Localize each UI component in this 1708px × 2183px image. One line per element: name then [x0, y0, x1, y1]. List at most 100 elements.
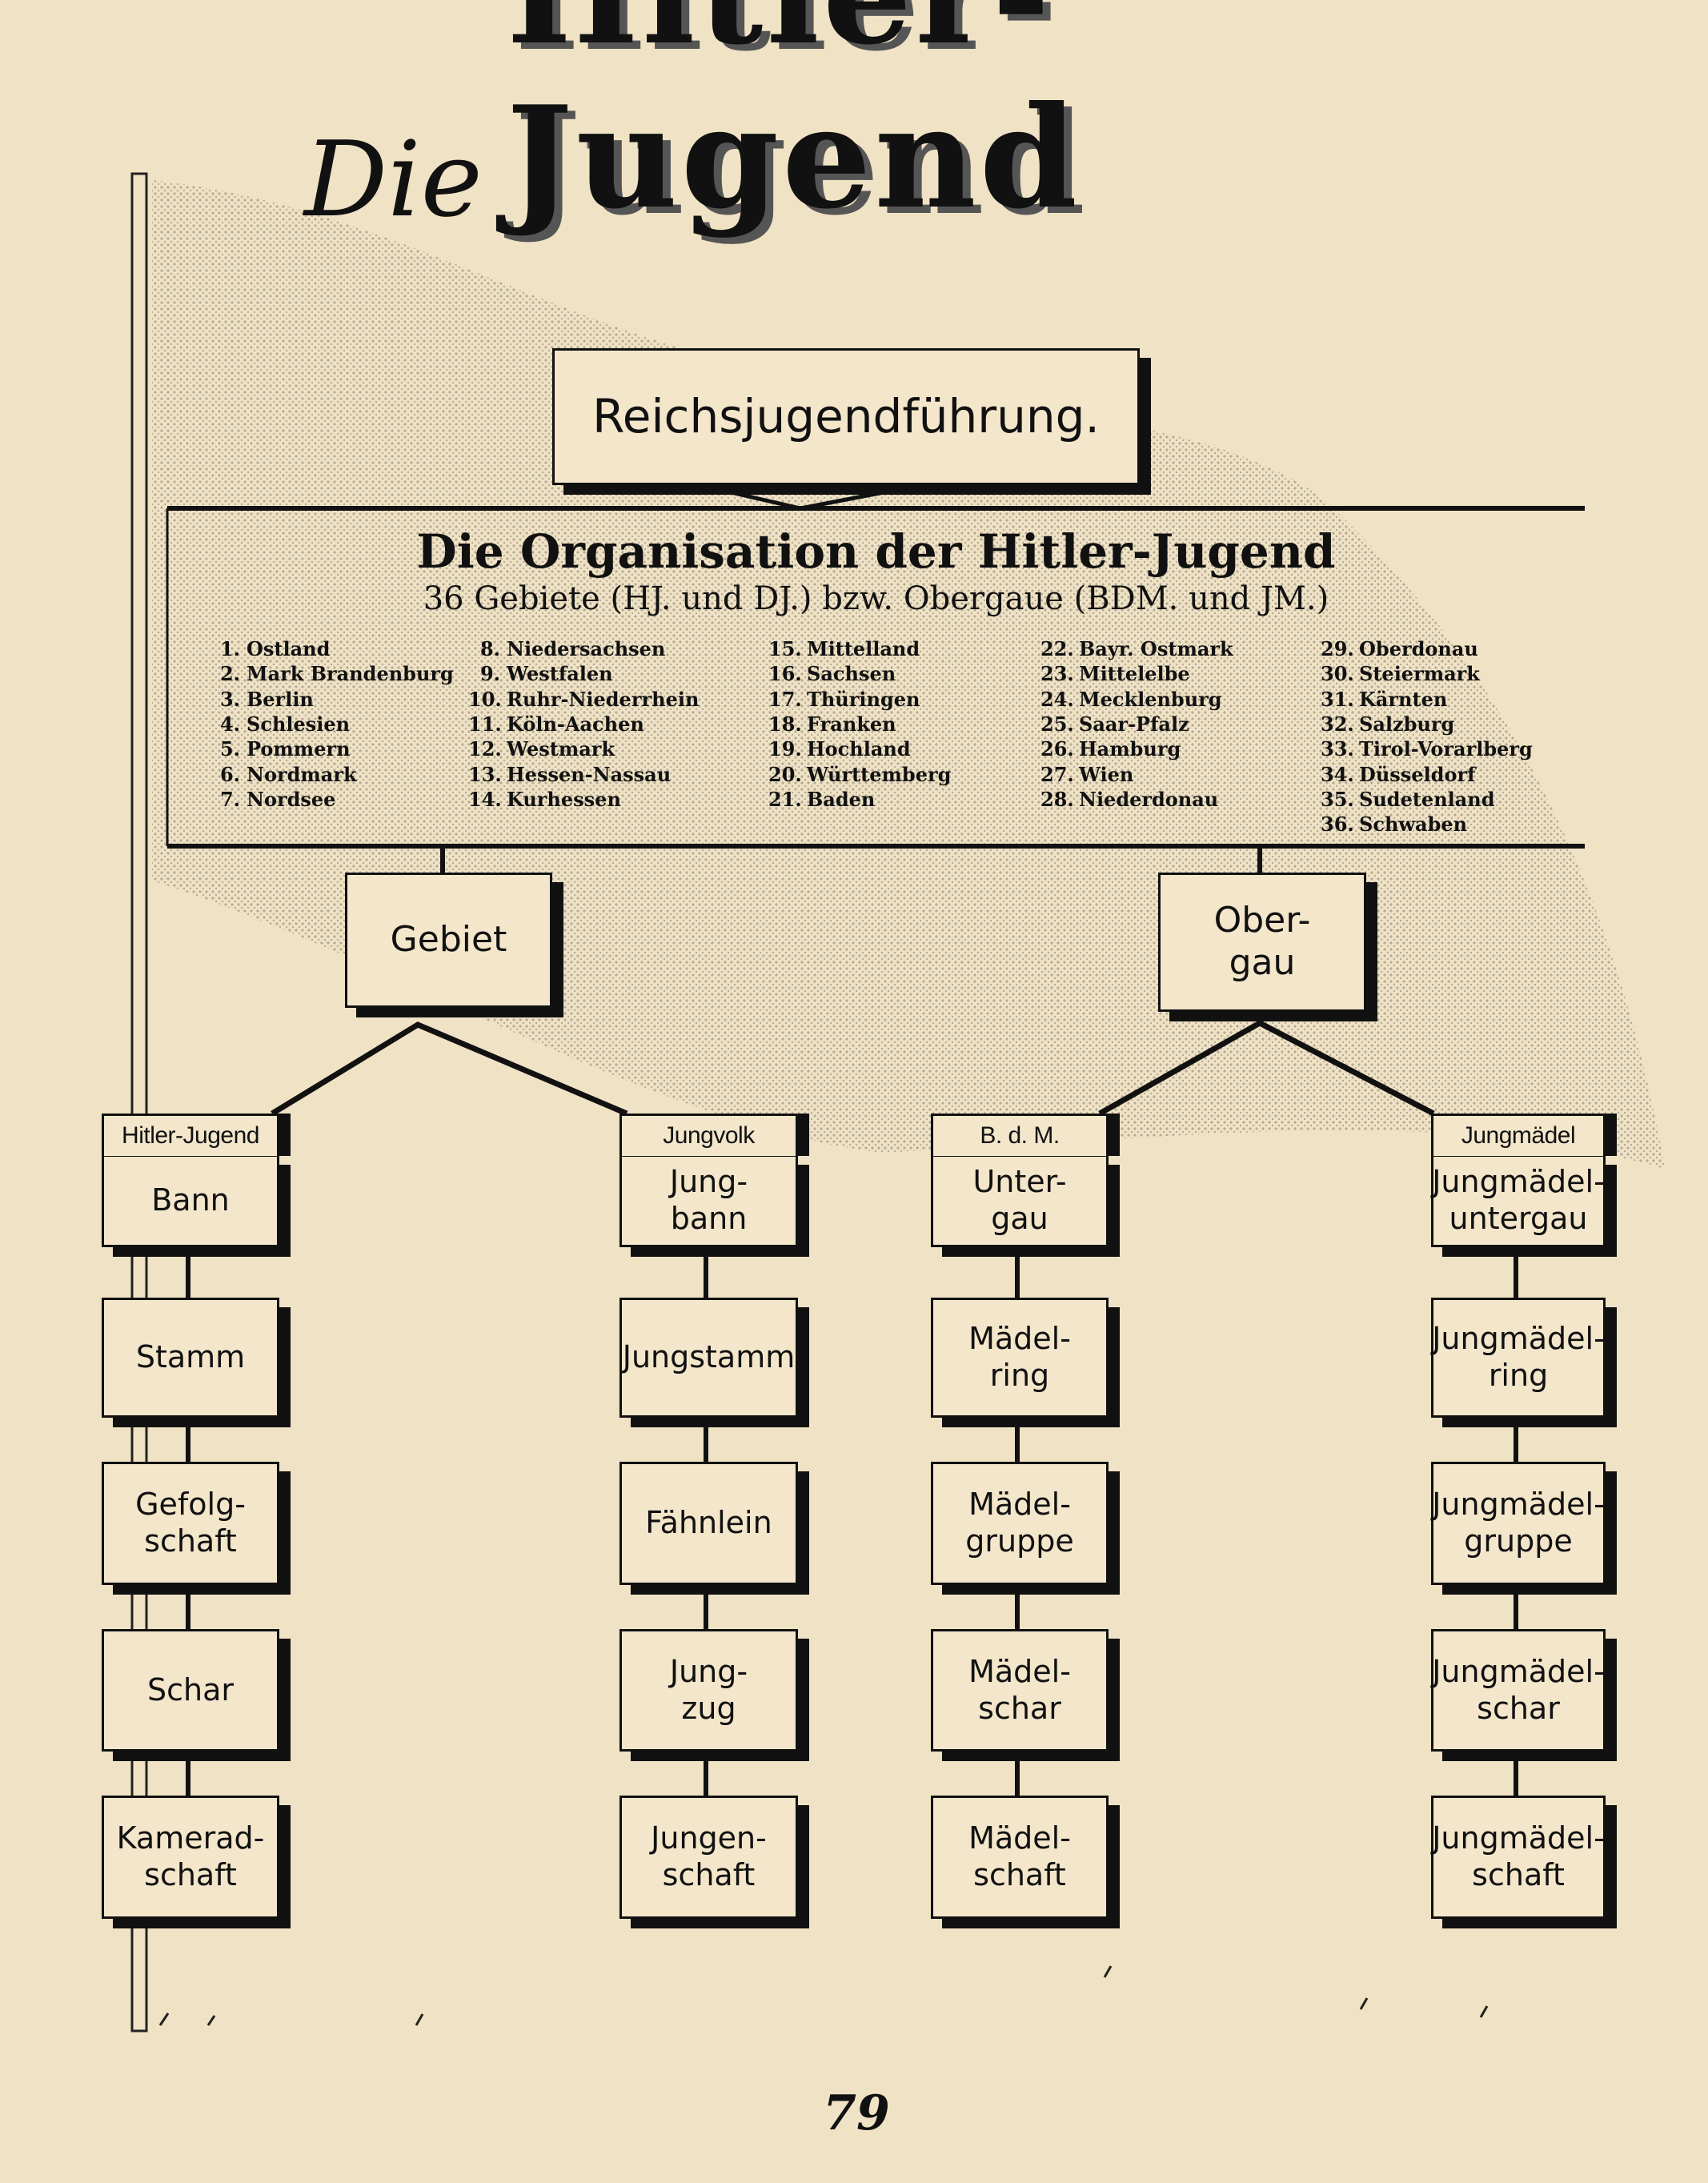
region-number: 17.: [768, 687, 802, 711]
page-number: 79: [823, 2085, 890, 2141]
region-name: Nordsee: [247, 787, 336, 811]
region-number: 33.: [1321, 737, 1354, 761]
column-header: Jungmädel: [1431, 1114, 1606, 1156]
region-item: 26.Hamburg: [1040, 736, 1181, 761]
region-number: 18.: [768, 712, 802, 736]
region-item: 5. Pommern: [208, 736, 351, 761]
region-number: 27.: [1040, 762, 1074, 786]
region-name: Salzburg: [1359, 712, 1455, 736]
org-level-box: Fähnlein: [619, 1462, 798, 1585]
region-item: 7.Nordsee: [208, 787, 335, 812]
region-number: 5.: [219, 737, 240, 761]
region-name: Hamburg: [1079, 737, 1181, 761]
column-header: Jungvolk: [619, 1114, 798, 1156]
region-name: Wien: [1079, 762, 1134, 786]
region-number: 14.: [468, 787, 502, 811]
region-name: Thüringen: [807, 687, 920, 711]
region-name: Kärnten: [1359, 687, 1448, 711]
region-number: 11.: [468, 712, 502, 736]
region-number: 35.: [1321, 787, 1354, 811]
region-name: Hochland: [807, 737, 911, 761]
org-level-box: Jungstamm: [619, 1298, 798, 1418]
region-number: 4.: [219, 712, 240, 736]
region-item: 18.Franken: [768, 712, 896, 736]
region-number: 22.: [1040, 637, 1074, 660]
region-item: 17.Thüringen: [768, 687, 920, 712]
org-level-box: Jung- zug: [619, 1629, 798, 1752]
region-item: 29.Oberdonau: [1321, 636, 1478, 661]
region-number: 28.: [1040, 787, 1074, 811]
org-level-box: Jungmädel- ring: [1431, 1298, 1606, 1418]
region-name: Berlin: [247, 687, 314, 711]
region-number: 10.: [468, 687, 502, 711]
region-name: Steiermark: [1359, 662, 1480, 686]
region-name: Westmark: [507, 737, 615, 761]
region-name: Westfalen: [507, 662, 613, 686]
region-number: 20.: [768, 762, 802, 786]
region-item: 24.Mecklenburg: [1040, 687, 1222, 712]
region-item: 22.Bayr. Ostmark: [1040, 636, 1233, 661]
region-item: 6.Nordmark: [208, 762, 357, 787]
region-item: 21.Baden: [768, 787, 875, 812]
org-level-box: Mädel- gruppe: [931, 1462, 1109, 1585]
region-item: 15.Mittelland: [768, 636, 920, 661]
organization-subheading: 36 Gebiete (HJ. und DJ.) bzw. Obergaue (…: [423, 580, 1329, 617]
region-number: 23.: [1040, 662, 1074, 686]
region-name: Düsseldorf: [1359, 762, 1476, 786]
region-name: Niederdonau: [1079, 787, 1219, 811]
region-name: Ostland: [247, 637, 331, 660]
region-name: Saar-Pfalz: [1079, 712, 1189, 736]
region-item: 28.Niederdonau: [1040, 787, 1218, 812]
region-number: 8.: [479, 637, 500, 660]
region-item: 35.Sudetenland: [1321, 787, 1495, 812]
region-number: 2.: [219, 662, 240, 686]
region-number: 1.: [219, 637, 240, 660]
region-name: Pommern: [247, 737, 351, 761]
org-level-box: Mädel- schaft: [931, 1796, 1109, 1919]
region-name: Tirol-Vorarlberg: [1359, 737, 1533, 761]
region-name: Sachsen: [807, 662, 896, 686]
region-name: Köln-Aachen: [507, 712, 644, 736]
region-item: 10.Ruhr-Niederrhein: [468, 687, 699, 712]
region-item: 34.Düsseldorf: [1321, 762, 1475, 787]
region-name: Kurhessen: [507, 787, 621, 811]
region-item: 13.Hessen-Nassau: [468, 762, 671, 787]
region-item: 19.Hochland: [768, 736, 911, 761]
region-number: 36.: [1321, 813, 1354, 837]
page-title: Die Hitler-Jugend: [304, 0, 1409, 240]
region-item: 1. Ostland: [208, 636, 330, 661]
region-item: 32.Salzburg: [1321, 712, 1454, 736]
region-item: 33.Tirol-Vorarlberg: [1321, 736, 1533, 761]
region-item: 4.Schlesien: [208, 712, 350, 736]
region-number: 25.: [1040, 712, 1074, 736]
region-name: Württemberg: [807, 762, 952, 786]
region-name: Hessen-Nassau: [507, 762, 672, 786]
region-item: 25.Saar-Pfalz: [1040, 712, 1189, 736]
region-item: 30.Steiermark: [1321, 661, 1480, 686]
org-level-box: Jungmädel- gruppe: [1431, 1462, 1606, 1585]
column-header: Hitler-Jugend: [102, 1114, 279, 1156]
region-item: 11.Köln-Aachen: [468, 712, 644, 736]
organization-heading: Die Organisation der Hitler-Jugend: [416, 524, 1336, 579]
flagpole: [130, 172, 148, 2033]
region-number: 12.: [468, 737, 502, 761]
org-level-box: Schar: [102, 1629, 279, 1752]
region-item: 36.Schwaben: [1321, 812, 1467, 837]
obergau-box: Ober- gau: [1158, 873, 1366, 1012]
org-level-box: Kamerad- schaft: [102, 1796, 279, 1919]
org-level-box: Jung- bann: [619, 1155, 798, 1247]
org-level-box: Mädel- schar: [931, 1629, 1109, 1752]
region-item: 14.Kurhessen: [468, 787, 621, 812]
region-number: 15.: [768, 637, 802, 660]
gebiet-box: Gebiet: [345, 873, 552, 1008]
region-name: Oberdonau: [1359, 637, 1478, 660]
region-name: Bayr. Ostmark: [1079, 637, 1233, 660]
region-name: Ruhr-Niederrhein: [507, 687, 700, 711]
org-level-box: Jungmädel- schaft: [1431, 1796, 1606, 1919]
region-item: 27.Wien: [1040, 762, 1133, 787]
region-number: 3.: [219, 687, 240, 711]
reichsjugendfuehrung-box: Reichsjugendführung.: [552, 348, 1140, 485]
region-name: Franken: [807, 712, 896, 736]
org-level-box: Unter- gau: [931, 1155, 1109, 1247]
region-number: 32.: [1321, 712, 1354, 736]
